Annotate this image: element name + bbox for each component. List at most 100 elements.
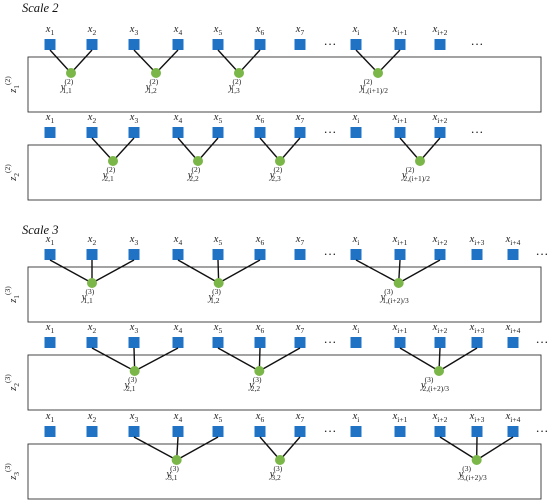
input-node: [212, 426, 224, 437]
edge: [91, 259, 135, 284]
edge: [133, 49, 157, 74]
edge: [279, 137, 301, 162]
input-node: [471, 337, 483, 348]
input-label: xi+3: [469, 322, 485, 335]
edge: [197, 137, 219, 162]
edge: [112, 137, 135, 162]
input-label: x7: [295, 24, 305, 37]
input-label: x5: [213, 112, 223, 125]
output-label: y(3)1,1: [81, 287, 95, 305]
input-label: x1: [45, 112, 55, 125]
input-label: xi+1: [392, 411, 408, 424]
edge: [398, 259, 441, 284]
input-node: [172, 337, 184, 348]
input-label: xi+1: [392, 234, 408, 247]
ellipsis: ···: [324, 335, 337, 350]
edge: [258, 347, 301, 372]
output-label: y(3)1,(i+2)/3: [380, 287, 409, 305]
input-node: [350, 426, 362, 437]
output-label: y(2)2,(i+1)/2: [401, 165, 430, 183]
output-label: y(2)1,(i+1)/2: [359, 77, 388, 95]
panel-z-label: z2(2): [3, 164, 21, 182]
edge: [238, 49, 261, 74]
input-node: [44, 127, 56, 138]
input-node: [350, 337, 362, 348]
output-node: [193, 156, 203, 166]
input-label: xi+4: [505, 411, 521, 424]
input-node: [434, 337, 446, 348]
input-node: [471, 426, 483, 437]
input-label: x6: [255, 24, 265, 37]
edge: [91, 137, 114, 162]
input-label: x6: [255, 322, 265, 335]
input-node: [44, 426, 56, 437]
section-title: Scale 2: [22, 1, 58, 15]
input-label: x2: [87, 112, 97, 125]
output-node: [66, 68, 76, 78]
panel-z-label: z1(3): [3, 286, 21, 304]
input-label: xi+2: [432, 322, 448, 335]
input-label: xi+2: [432, 411, 448, 424]
output-node: [393, 278, 404, 288]
ellipsis: ···: [471, 125, 484, 140]
input-node: [434, 249, 446, 260]
input-label: xi+1: [392, 24, 408, 37]
ellipsis: ···: [536, 424, 549, 439]
output-node: [254, 366, 265, 376]
edge: [133, 436, 177, 461]
ellipsis: ···: [471, 37, 484, 52]
output-node: [213, 278, 224, 288]
input-node: [86, 426, 98, 437]
edge: [439, 436, 478, 461]
input-node: [212, 39, 224, 50]
input-node: [254, 426, 266, 437]
input-label: xi: [352, 411, 360, 424]
panel-box: [27, 144, 542, 201]
input-label: xi+4: [505, 234, 521, 247]
output-label: y(3)2,2: [248, 375, 262, 393]
input-label: xi+2: [432, 234, 448, 247]
input-node: [44, 39, 56, 50]
edge: [399, 137, 421, 162]
output-node: [434, 366, 444, 376]
output-node: [87, 278, 97, 288]
input-label: x4: [173, 234, 183, 247]
input-node: [434, 127, 446, 138]
output-node: [373, 68, 383, 78]
input-label: x1: [45, 24, 55, 37]
edge: [279, 436, 301, 461]
edge: [217, 49, 240, 74]
input-node: [294, 39, 306, 50]
input-node: [394, 249, 406, 260]
input-label: xi+3: [469, 234, 485, 247]
input-label: xi: [352, 112, 360, 125]
output-label: y(3)3,2: [269, 464, 283, 482]
input-label: xi: [352, 322, 360, 335]
ellipsis: ···: [324, 424, 337, 439]
input-label: x4: [173, 411, 183, 424]
input-label: x2: [87, 411, 97, 424]
input-node: [394, 337, 406, 348]
edge: [399, 347, 440, 372]
input-node: [172, 127, 184, 138]
input-label: x1: [45, 234, 55, 247]
input-label: x7: [295, 411, 305, 424]
ellipsis: ···: [324, 247, 337, 262]
input-node: [507, 426, 519, 437]
input-label: x5: [213, 411, 223, 424]
input-label: x5: [213, 322, 223, 335]
input-node: [86, 337, 98, 348]
input-label: x3: [129, 411, 139, 424]
input-label: x5: [213, 24, 223, 37]
output-label: y(2)1,2: [145, 77, 159, 95]
input-label: x1: [45, 411, 55, 424]
edge: [91, 347, 135, 372]
output-label: y(3)3,(i+2)/3: [458, 464, 487, 482]
output-label: y(3)3,1: [165, 464, 179, 482]
panel-box: [27, 266, 542, 323]
